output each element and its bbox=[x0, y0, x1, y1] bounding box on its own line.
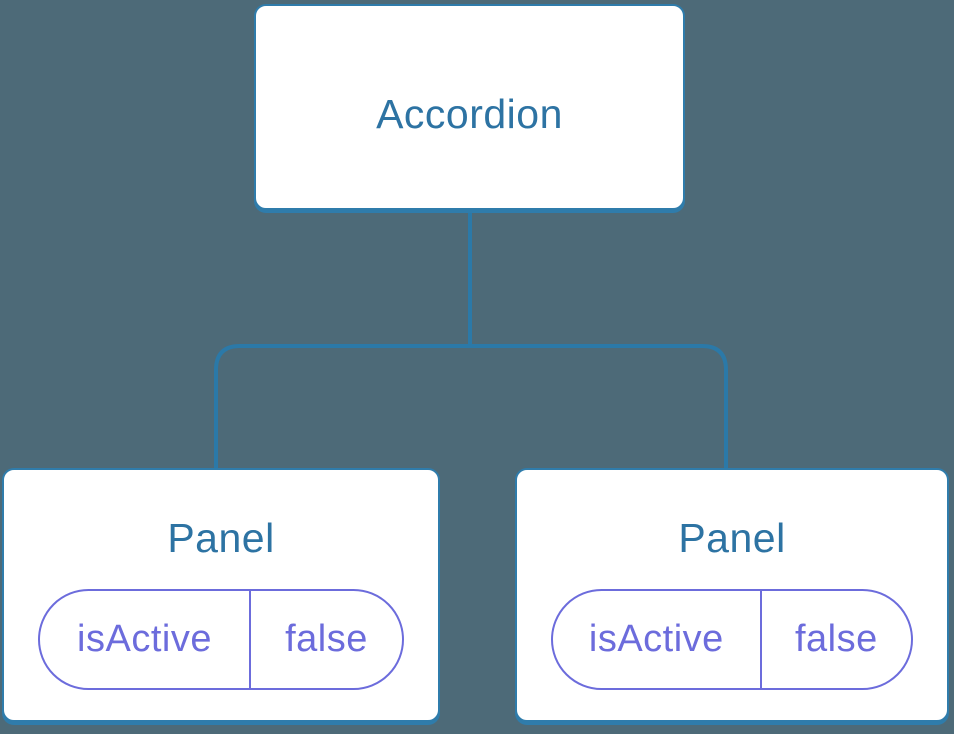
accordion-node-label: Accordion bbox=[376, 91, 563, 137]
state-pill: isActive false bbox=[38, 589, 404, 690]
state-value: false bbox=[794, 618, 878, 660]
state-value: false bbox=[285, 618, 368, 660]
state-key: isActive bbox=[553, 591, 762, 688]
connector-branch bbox=[214, 344, 728, 469]
panel-node-label: Panel bbox=[167, 515, 275, 561]
panel-node-right: Panel isActive false bbox=[515, 468, 949, 722]
state-pill: isActive false bbox=[551, 589, 913, 690]
state-key: isActive bbox=[40, 591, 252, 688]
panel-node-label: Panel bbox=[678, 515, 786, 561]
accordion-node: Accordion bbox=[254, 4, 685, 210]
panel-node-left: Panel isActive false bbox=[2, 468, 440, 722]
